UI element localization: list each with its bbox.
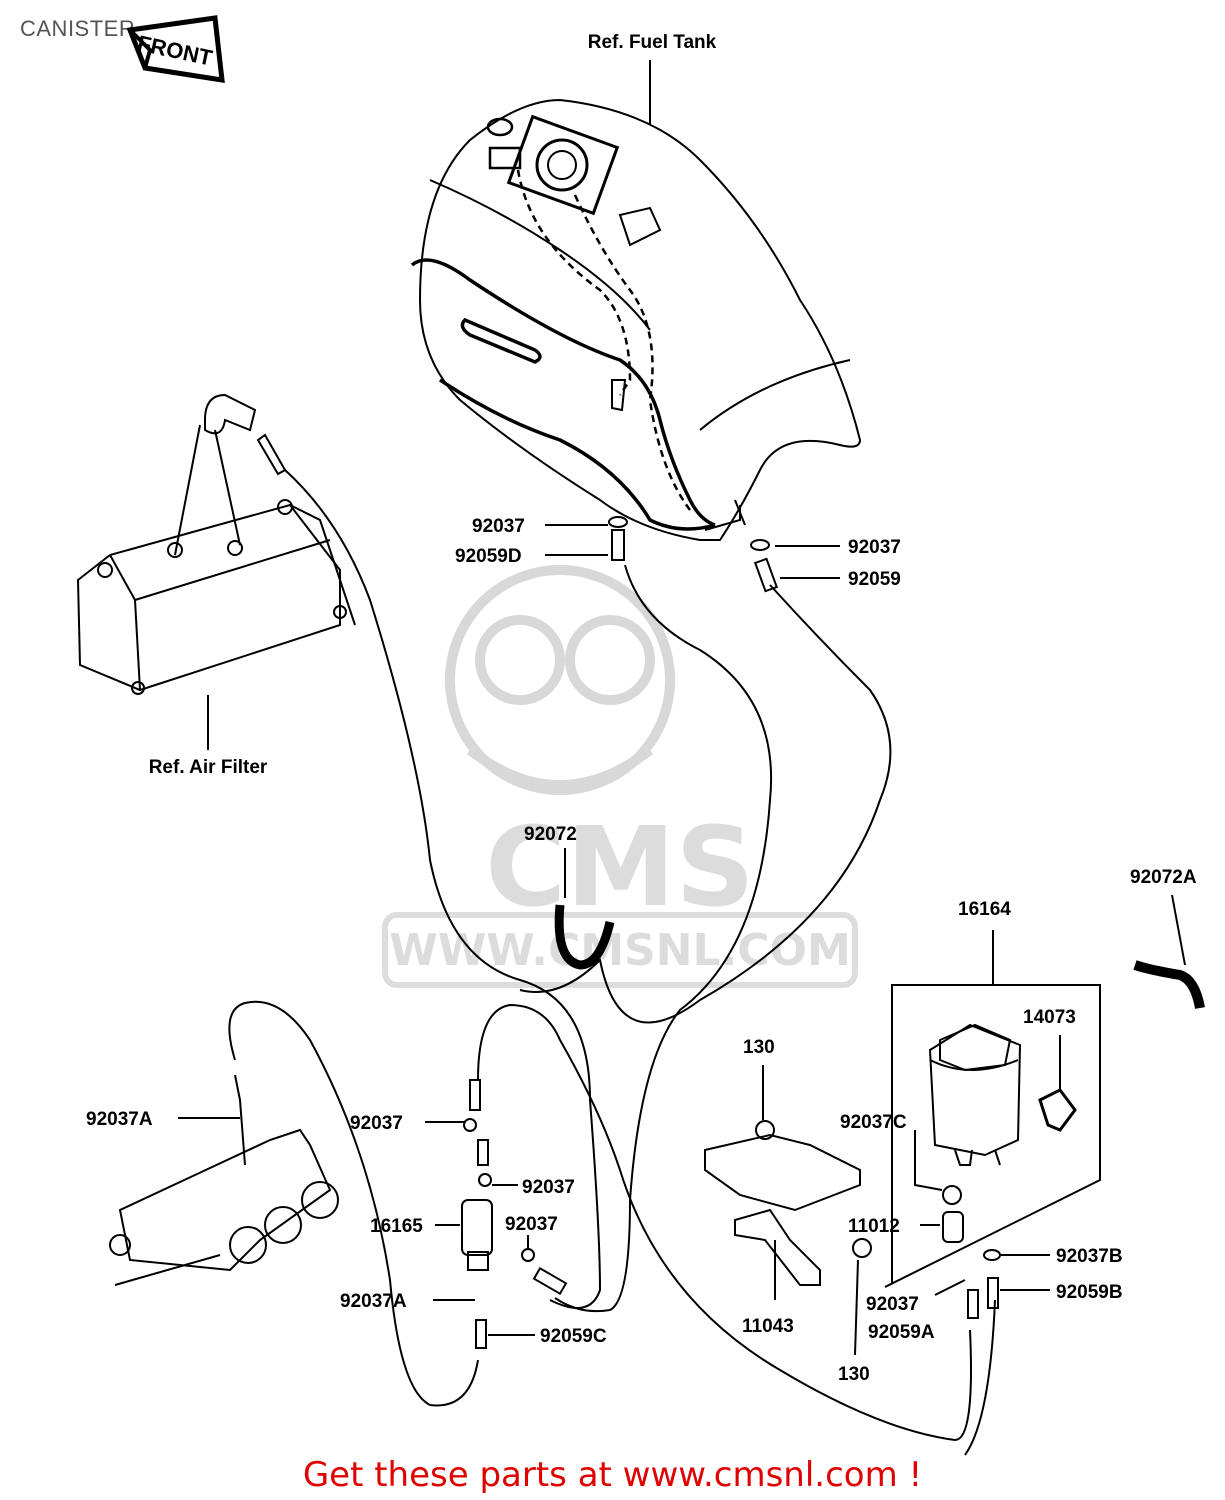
part-label: 92037 — [848, 537, 901, 558]
canister — [884, 984, 1101, 1288]
part-label: 92037A — [340, 1291, 407, 1312]
clamp-92072 — [554, 904, 615, 970]
intake-manifold — [109, 1074, 339, 1286]
part-label: 130 — [838, 1364, 870, 1385]
ref-fuel-tank-label: Ref. Fuel Tank — [588, 32, 717, 53]
hose-92059 — [753, 557, 779, 593]
part-label: 92037A — [86, 1109, 153, 1130]
part-label: 92059 — [848, 569, 901, 590]
air-filter — [76, 393, 356, 695]
part-label: 92037C — [840, 1112, 907, 1133]
leader-lines — [178, 60, 1186, 1356]
watermark-logo: CMS — [485, 803, 754, 931]
part-label: 92072 — [524, 824, 577, 845]
page-title: CANISTER — [20, 16, 136, 41]
part-label: 92059D — [455, 546, 522, 567]
part-label: 92072A — [1130, 867, 1197, 888]
part-label: 92037 — [866, 1294, 919, 1315]
valve-16165 — [461, 1079, 568, 1349]
part-label: 16165 — [370, 1216, 423, 1237]
front-arrow-icon: FRONT — [126, 15, 225, 83]
part-label: 11043 — [742, 1316, 794, 1337]
footer-link[interactable]: Get these parts at www.cmsnl.com ! — [302, 1455, 923, 1495]
bracket-11043 — [704, 1120, 872, 1286]
hoses — [228, 469, 996, 1456]
hose-92059d — [611, 529, 625, 561]
part-label: 92037 — [522, 1177, 575, 1198]
fuel-tank — [410, 98, 862, 541]
part-label: 92037 — [472, 516, 525, 537]
bracket-14073 — [1038, 1088, 1077, 1132]
part-label: 92059A — [868, 1322, 935, 1343]
hose-92072a — [1133, 960, 1205, 1009]
part-label: 130 — [743, 1037, 775, 1058]
part-label: 92059B — [1056, 1282, 1123, 1303]
part-label: 92059C — [540, 1326, 607, 1347]
part-label: 92037 — [505, 1214, 558, 1235]
part-label: 92037 — [350, 1113, 403, 1134]
watermark: CMS WWW.CMSNL.COM — [382, 565, 858, 988]
ref-air-filter-label: Ref. Air Filter — [149, 757, 268, 778]
part-label: 16164 — [958, 899, 1011, 920]
part-label: 92037B — [1056, 1246, 1123, 1267]
part-label: 11012 — [848, 1216, 900, 1237]
part-label: 14073 — [1023, 1007, 1076, 1028]
